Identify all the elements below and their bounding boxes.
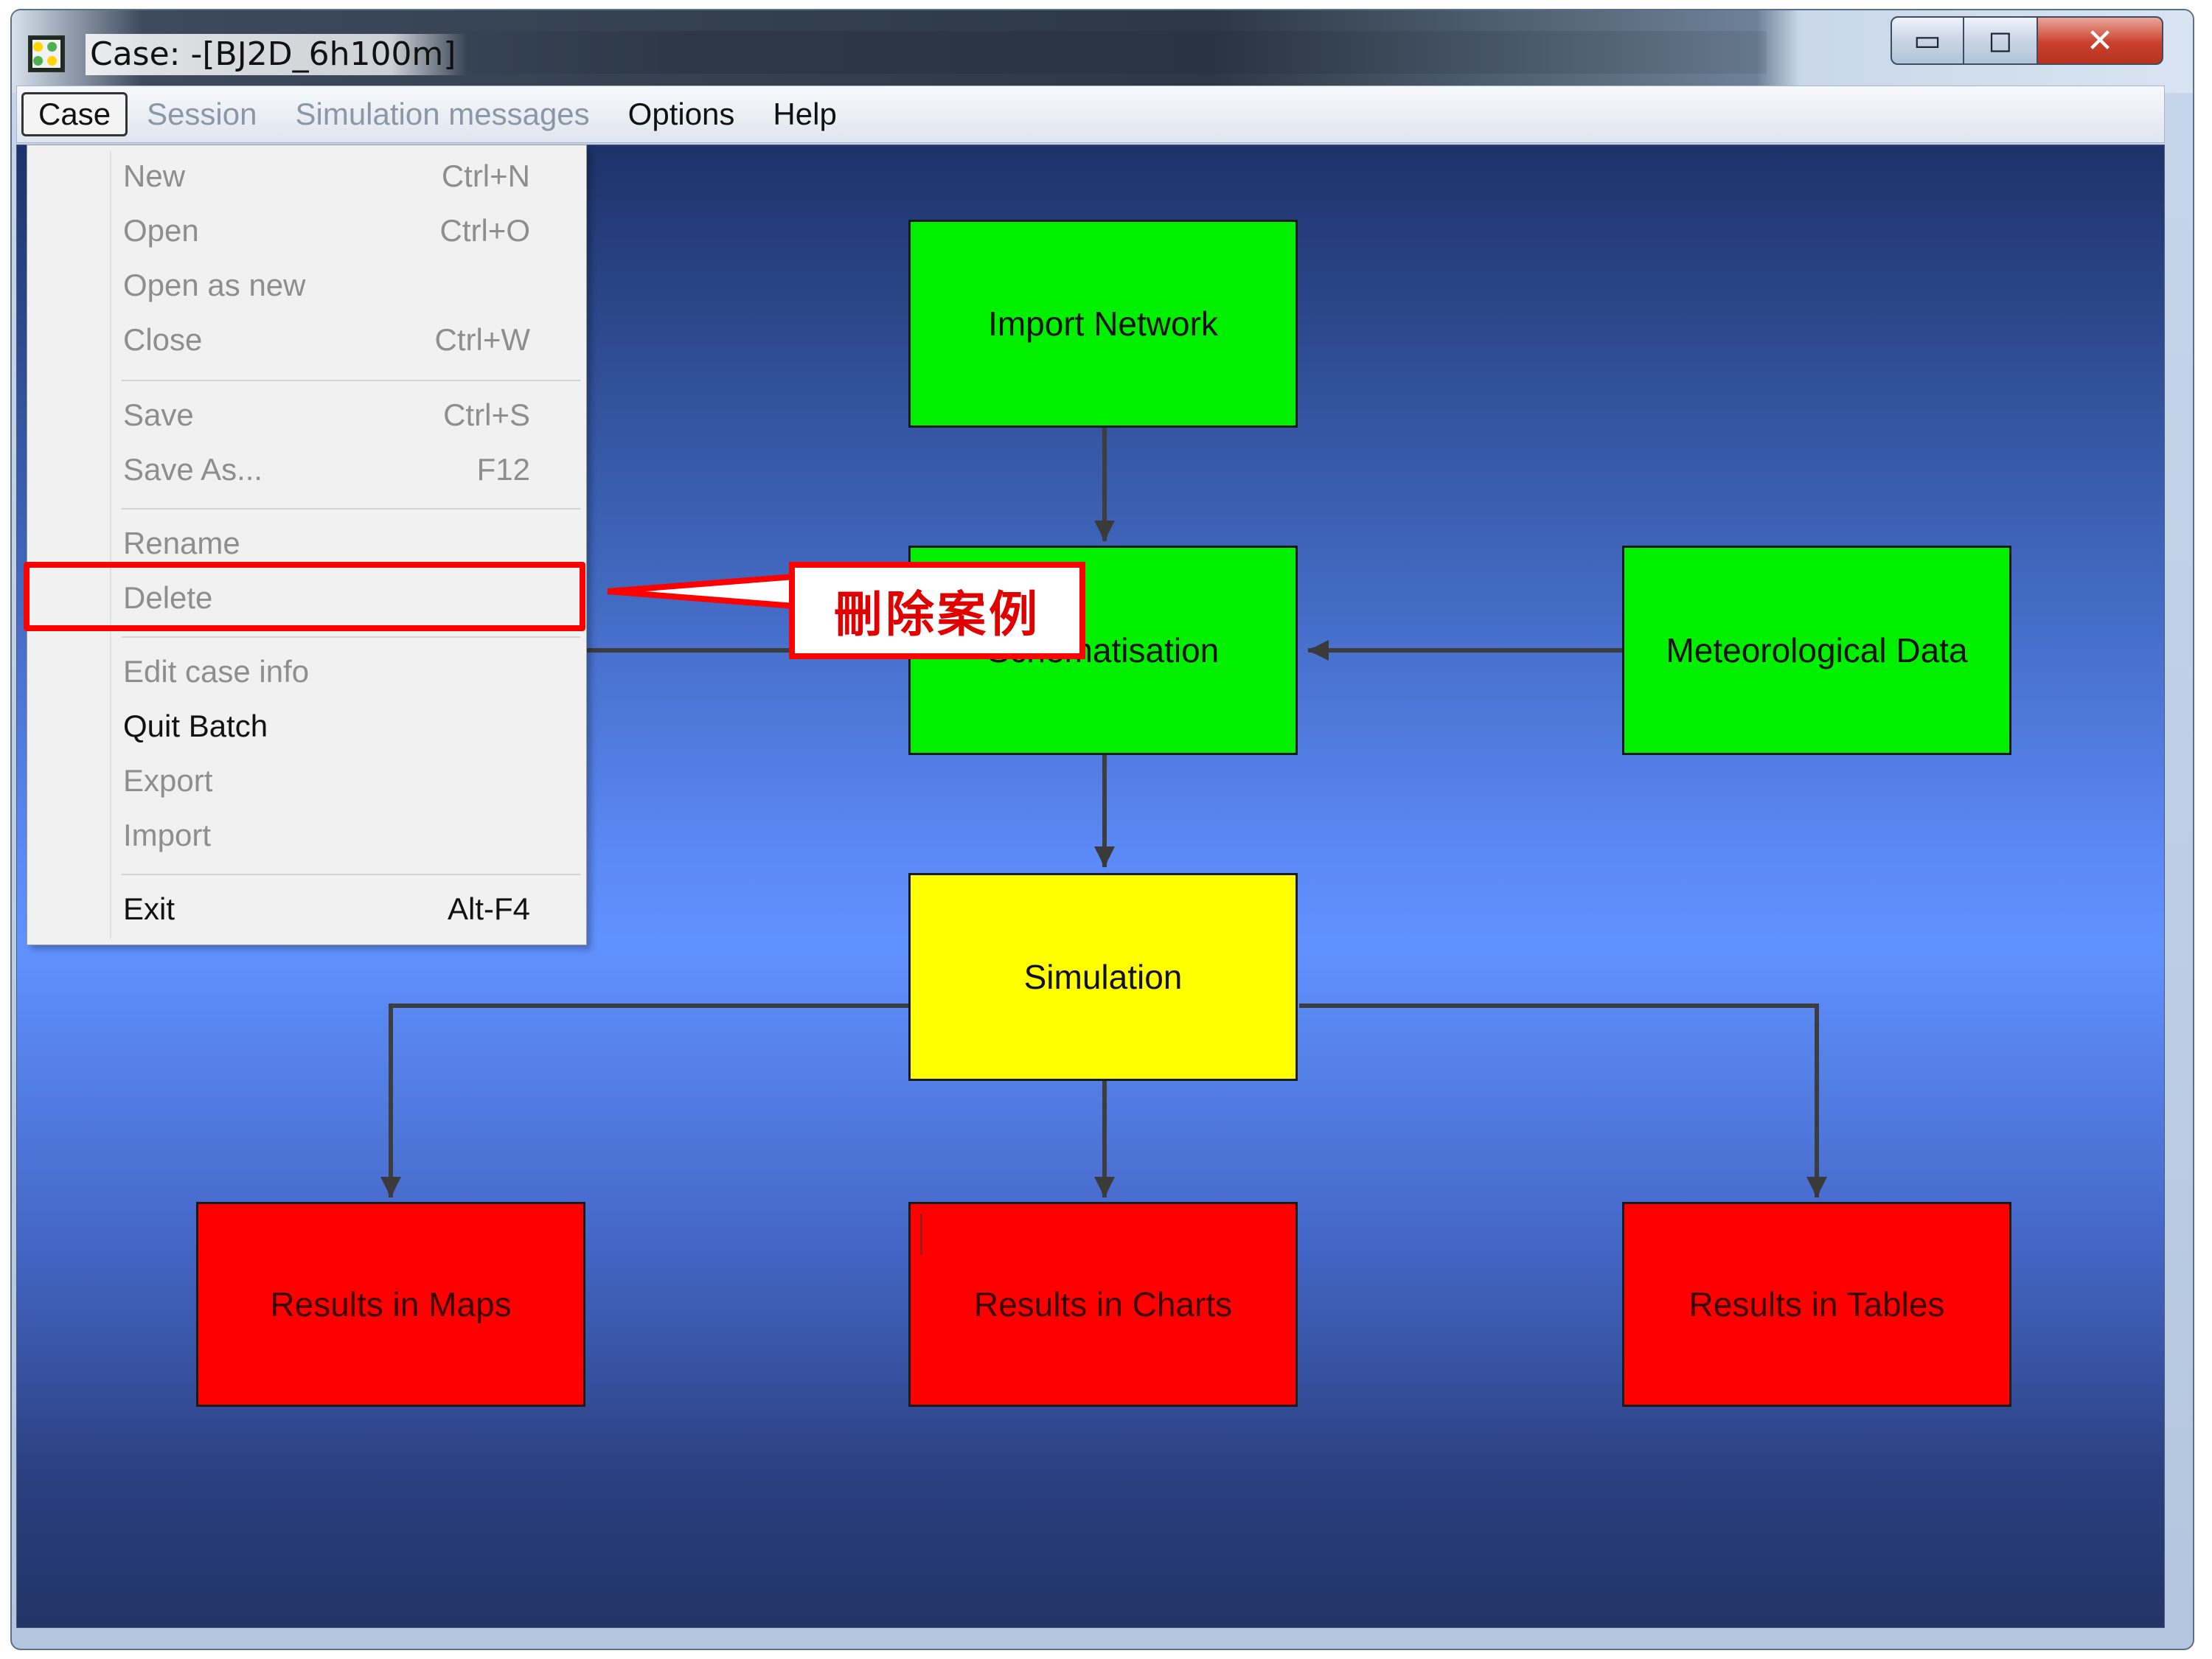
menu-item-rename[interactable]: Rename [27,520,586,571]
delete-highlight-box [24,562,585,631]
menu-icon-gutter [110,151,111,939]
menu-item-label: Open as new [123,268,306,302]
workflow-box-results-tables[interactable]: Results in Tables [1622,1202,2011,1407]
menu-item-save-as[interactable]: Save As... F12 [27,446,586,498]
menu-item-label: New [123,159,186,193]
menu-help[interactable]: Help [773,97,837,131]
workflow-box-results-charts[interactable]: Results in Charts [908,1202,1298,1407]
minimize-button[interactable]: ▭ [1891,16,1964,65]
menu-item-label: Exit [123,891,175,926]
menu-item-shortcut: F12 [476,452,530,487]
menu-item-label: Edit case info [123,654,310,689]
menu-separator [122,874,580,875]
workflow-box-import-network[interactable]: Import Network [908,220,1298,428]
box-label: Results in Charts [973,1285,1233,1324]
title-bar[interactable]: Case: -[BJ2D_6h100m] ▭ ◻ ✕ [12,10,2193,93]
menu-separator [122,636,580,638]
close-button[interactable]: ✕ [2038,16,2163,65]
menu-item-open[interactable]: Open Ctrl+O [27,207,586,259]
workflow-box-results-maps[interactable]: Results in Maps [196,1202,585,1407]
menu-item-quit-batch[interactable]: Quit Batch [27,703,586,754]
menu-item-label: Open [123,213,199,248]
box-label: Results in Tables [1688,1285,1945,1324]
menu-item-export[interactable]: Export [27,757,586,809]
menu-item-open-as-new[interactable]: Open as new [27,262,586,313]
menu-item-label: Quit Batch [123,709,268,743]
window-title: Case: -[BJ2D_6h100m] [86,34,468,75]
menu-item-shortcut: Ctrl+O [439,213,530,248]
callout-label: 刪除案例 [789,562,1085,659]
title-bar-shade [425,31,1767,74]
menu-item-label: Save As... [123,452,263,487]
workflow-box-meteorological-data[interactable]: Meteorological Data [1622,546,2011,755]
workflow-box-simulation[interactable]: Simulation [908,873,1298,1081]
close-icon: ✕ [2086,21,2114,60]
box-label: Import Network [988,305,1218,343]
box-label: Simulation [1023,958,1183,996]
maximize-button[interactable]: ◻ [1964,16,2038,65]
box-label: Results in Maps [270,1285,512,1324]
menu-item-label: Save [123,397,194,432]
menu-item-label: Export [123,763,213,798]
menu-item-exit[interactable]: Exit Alt-F4 [27,886,586,937]
menu-options[interactable]: Options [627,97,735,131]
menu-item-save[interactable]: Save Ctrl+S [27,392,586,443]
menu-item-shortcut: Ctrl+N [441,159,530,193]
menu-item-delete[interactable]: Delete [27,574,586,626]
menu-item-shortcut: Ctrl+S [443,397,530,432]
maximize-icon: ◻ [1988,24,2013,58]
box-label: Meteorological Data [1666,631,1968,669]
menu-item-shortcut: Alt-F4 [447,891,530,926]
menu-simulation-messages[interactable]: Simulation messages [295,97,590,131]
window-controls: ▭ ◻ ✕ [1891,16,2163,69]
menu-item-label: Import [123,818,212,852]
app-icon[interactable] [28,35,65,72]
minimize-icon: ▭ [1913,24,1941,58]
menu-item-label: Delete [123,580,213,615]
menu-session[interactable]: Session [147,97,257,131]
menu-item-edit-case-info[interactable]: Edit case info [27,648,586,700]
case-dropdown-menu: New Ctrl+N Open Ctrl+O Open as new Close… [27,145,587,945]
menu-item-new[interactable]: New Ctrl+N [27,153,586,204]
text-cursor [920,1214,922,1255]
menu-item-label: Close [123,322,203,357]
menu-item-import[interactable]: Import [27,812,586,863]
connector-simulation-to-tables [1299,1004,1820,1198]
menu-item-shortcut: Ctrl+W [434,322,531,357]
menu-item-label: Rename [123,526,240,560]
connector-simulation-to-maps [387,1004,910,1198]
menu-item-close[interactable]: Close Ctrl+W [27,316,586,368]
menu-separator [122,380,580,381]
menu-case[interactable]: Case [21,92,128,136]
menu-separator [122,508,580,509]
menu-bar: Case Session Simulation messages Options… [16,86,2165,143]
